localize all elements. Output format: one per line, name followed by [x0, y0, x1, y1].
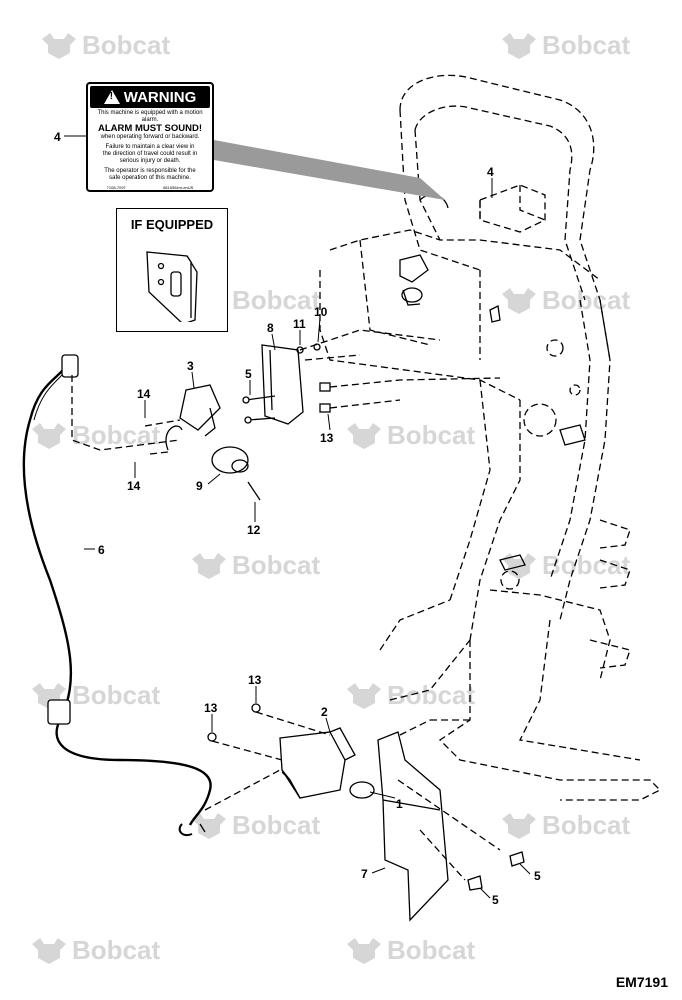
upper-assembly-leaders: [144, 329, 501, 455]
warning-line: serious injury or death.: [119, 158, 181, 164]
warning-decal: WARNING This machine is equipped with a …: [86, 82, 214, 192]
lower-assembly: [207, 703, 525, 922]
warning-triangle-icon: [103, 90, 120, 104]
callout-11: 11: [293, 317, 306, 331]
harness-link-bottom: [204, 769, 286, 811]
warning-alarm-text: ALARM MUST SOUND!: [98, 123, 202, 134]
callout-10: 10: [314, 305, 328, 319]
callout-leaders: [64, 135, 531, 899]
harness-connector-middle: [47, 699, 71, 725]
warning-code-left: 7108-7097: [106, 185, 126, 190]
callout-13-middle: 13: [248, 673, 262, 687]
callout-5-upper: 5: [245, 367, 252, 381]
callout-9: 9: [196, 479, 203, 493]
harness-link-top: [71, 375, 181, 451]
callout-5-right: 5: [534, 869, 541, 883]
warning-header: WARNING: [90, 86, 210, 108]
callout-4-decal: 4: [54, 130, 61, 144]
callout-8: 8: [267, 321, 274, 335]
warning-code-right: 6815564m-enUS: [163, 185, 194, 190]
upper-assembly: [165, 343, 331, 501]
if-equipped-title: IF EQUIPPED: [130, 217, 214, 232]
decal-pointer: [214, 140, 445, 200]
optional-plate-drawing: [146, 251, 198, 325]
warning-line: This machine is equipped with a motion a…: [97, 110, 203, 123]
wire-harness: [22, 359, 212, 826]
warning-line: when operating forward or backward.: [100, 134, 200, 140]
if-equipped-inset: IF EQUIPPED: [116, 208, 228, 332]
callout-4-frame: 4: [487, 165, 494, 179]
harness-connector-top: [61, 354, 79, 378]
callout-13-upper: 13: [320, 431, 334, 445]
callout-12: 12: [247, 523, 261, 537]
warning-header-text: WARNING: [123, 88, 197, 106]
callout-1: 1: [396, 797, 403, 811]
callout-5-bottom: 5: [492, 893, 499, 907]
callout-7: 7: [361, 867, 368, 881]
harness-terminal: [178, 823, 193, 836]
warning-line: safe operation of this machine.: [109, 175, 191, 181]
warning-line: Failure to maintain a clear view in: [105, 144, 195, 150]
callout-13-lower: 13: [204, 701, 218, 715]
warning-line: The operator is responsible for the: [104, 168, 196, 174]
callout-6: 6: [98, 543, 105, 557]
warning-codes: 7108-7097 6815564m-enUS: [88, 185, 212, 190]
figure-code: EM7191: [615, 974, 668, 990]
frame-details: [399, 194, 586, 571]
callout-2: 2: [321, 705, 328, 719]
lower-assembly-leaders: [211, 711, 501, 881]
callout-3: 3: [187, 359, 194, 373]
warning-line: the direction of travel could result in: [102, 151, 198, 157]
callout-14-lower: 14: [127, 479, 141, 493]
callout-14-upper: 14: [137, 387, 151, 401]
